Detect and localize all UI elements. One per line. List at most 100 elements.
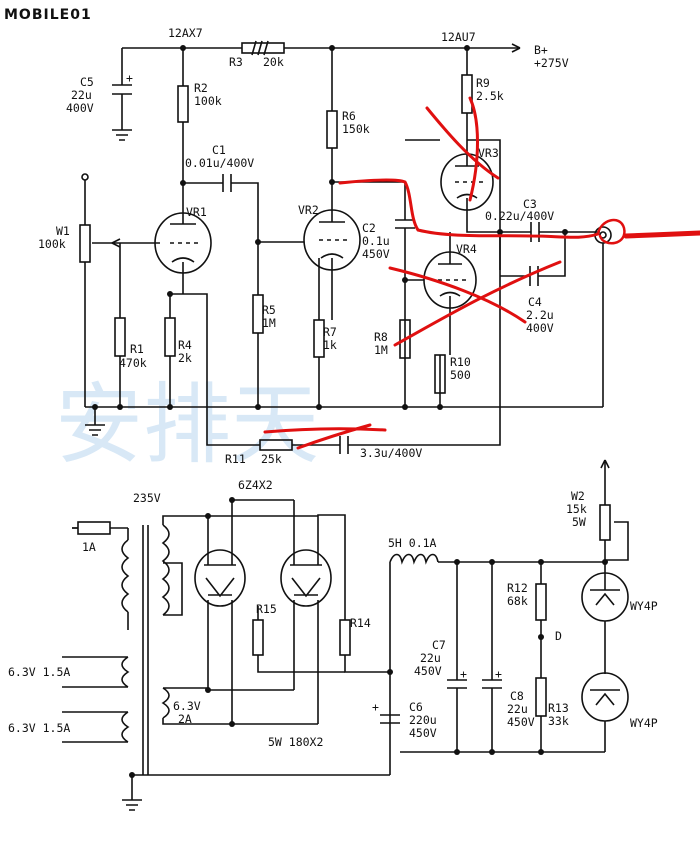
c4-capacitor (499, 232, 566, 286)
vr4-tube (405, 232, 477, 355)
fuse (72, 521, 128, 535)
r7-resistor (313, 258, 325, 407)
w2-label: W2 (571, 489, 585, 503)
output-jack (594, 226, 612, 407)
rect-heater-current: 2A (178, 712, 192, 726)
vr1-tube (111, 183, 212, 294)
feedback-cap-value: 3.3u/400V (360, 446, 422, 460)
r4-label: R4 (178, 338, 192, 352)
r12-value: 68k (507, 594, 528, 608)
svg-text:+: + (495, 667, 502, 681)
r15-resistor (252, 606, 345, 673)
bplus-voltage: +275V (534, 56, 569, 70)
w2-wattage: 5W (572, 515, 586, 529)
c4-voltage: 400V (526, 321, 554, 335)
r2-label: R2 (194, 81, 208, 95)
c4-value: 2.2u (526, 308, 554, 322)
r3-label: R3 (229, 55, 243, 69)
svg-text:+: + (460, 667, 467, 681)
r8-resistor (399, 319, 411, 359)
vr4-label: VR4 (456, 242, 477, 256)
bplus-label: B+ (534, 43, 548, 57)
rectifier-tube-1 (194, 500, 246, 724)
r3-value: 20k (263, 55, 284, 69)
rectifier-type-label: 6Z4X2 (238, 478, 273, 492)
c8-capacitor: + (482, 562, 502, 752)
r6-value: 150k (342, 122, 370, 136)
r13-label: R13 (548, 701, 569, 715)
r1-value: 470k (119, 356, 147, 370)
r10-resistor (434, 354, 446, 407)
w2-potentiometer (599, 459, 629, 575)
heater-2-label: 6.3V 1.5A (8, 721, 70, 735)
vr2-label: VR2 (298, 203, 319, 217)
hv-secondary-label: 235V (133, 491, 161, 505)
c6-label: C6 (409, 700, 423, 714)
r1-label: R1 (130, 342, 144, 356)
resistor-rating-label: 5W 180X2 (268, 735, 323, 749)
w1-label: W1 (56, 224, 70, 238)
logo-text: MOBILE01 (4, 7, 92, 23)
c7-voltage: 450V (414, 664, 442, 678)
vr3-type-label: 12AU7 (441, 30, 476, 44)
r14-resistor (339, 619, 351, 656)
c8-value: 22u (507, 702, 528, 716)
wy4p-2-label: WY4P (630, 716, 658, 730)
choke (389, 553, 605, 775)
r10-label: R10 (450, 355, 471, 369)
rectifier-tube-2 (280, 500, 332, 724)
c6-capacitor: + (372, 700, 400, 724)
power-supply-section: + + + 6Z4X2 235V 1A 5H 0.1A W2 15k 5W R1… (8, 459, 658, 811)
c2-label: C2 (362, 221, 376, 235)
r9-label: R9 (476, 76, 490, 90)
r6-label: R6 (342, 109, 356, 123)
c3-capacitor (515, 222, 600, 242)
c1-capacitor (183, 174, 259, 242)
c1-value: 0.01u/400V (185, 156, 254, 170)
c3-value: 0.22u/400V (485, 209, 554, 223)
r3-resistor (241, 40, 285, 56)
wy4p-tube-2 (581, 672, 629, 752)
r4-value: 2k (178, 351, 192, 365)
heater-1-label: 6.3V 1.5A (8, 665, 70, 679)
c8-voltage: 450V (507, 715, 535, 729)
amp-section: + (38, 26, 612, 466)
r11-label: R11 (225, 452, 246, 466)
c3-label: C3 (523, 197, 537, 211)
w1-potentiometer (79, 173, 112, 407)
r4-resistor (164, 293, 260, 446)
c5-value: 22u (71, 88, 92, 102)
r10-value: 500 (450, 368, 471, 382)
c7-label: C7 (432, 638, 446, 652)
c5-voltage: 400V (66, 101, 94, 115)
wy4p-1-label: WY4P (630, 599, 658, 613)
r5-resistor (252, 242, 264, 407)
vr1-type-label: 12AX7 (168, 26, 203, 40)
r2-value: 100k (194, 94, 222, 108)
c5-capacitor: + (112, 48, 133, 141)
w2-value: 15k (566, 502, 587, 516)
c6-voltage: 450V (409, 726, 437, 740)
c1-label: C1 (212, 143, 226, 157)
svg-text:+: + (372, 700, 379, 714)
r1-resistor (114, 243, 126, 407)
r6-resistor (326, 48, 338, 182)
logo: MOBILE01 (2, 4, 120, 23)
red-annotations (263, 96, 700, 450)
c2-value: 0.1u (362, 234, 390, 248)
c5-label: C5 (80, 75, 94, 89)
c7-value: 22u (420, 651, 441, 665)
r5-value: 1M (262, 316, 276, 330)
vr1-label: VR1 (186, 205, 207, 219)
c2-voltage: 450V (362, 247, 390, 261)
r7-value: 1k (323, 338, 337, 352)
vr2-tube (258, 182, 361, 320)
r12-resistor (535, 562, 547, 678)
wy4p-tube-1 (581, 572, 629, 674)
c2-capacitor (332, 181, 415, 407)
r13-resistor (535, 677, 547, 752)
r14-label: R14 (350, 616, 371, 630)
r9-value: 2.5k (476, 89, 504, 103)
r2-resistor (177, 48, 189, 183)
r8-value: 1M (374, 343, 388, 357)
